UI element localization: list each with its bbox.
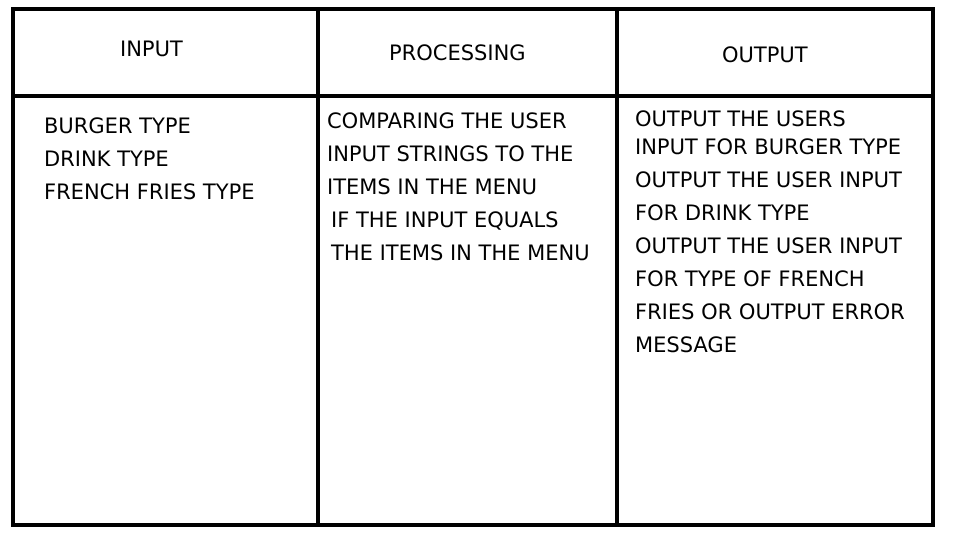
processing-line: ITEMS IN THE MENU	[327, 175, 538, 199]
header-divider	[15, 94, 931, 98]
column-divider-2	[615, 11, 619, 523]
column-divider-1	[316, 11, 320, 523]
output-line: OUTPUT THE USER INPUT	[635, 168, 902, 192]
header-processing: PROCESSING	[389, 41, 526, 65]
processing-line: INPUT STRINGS TO THE	[327, 142, 574, 166]
processing-cell: COMPARING THE USER INPUT STRINGS TO THE …	[327, 105, 590, 270]
output-line: OUTPUT THE USER INPUT	[635, 234, 902, 258]
header-output: OUTPUT	[722, 43, 808, 67]
input-item: FRENCH FRIES TYPE	[44, 180, 255, 204]
header-input: INPUT	[120, 37, 183, 61]
output-line: INPUT FOR BURGER TYPE	[635, 135, 902, 159]
processing-line: COMPARING THE USER	[327, 109, 567, 133]
input-item: BURGER TYPE	[44, 114, 191, 138]
input-cell: BURGER TYPE DRINK TYPE FRENCH FRIES TYPE	[44, 110, 255, 209]
output-cell: OUTPUT THE USERS INPUT FOR BURGER TYPE O…	[635, 107, 905, 362]
input-item: DRINK TYPE	[44, 147, 169, 171]
output-line: FRIES OR OUTPUT ERROR	[635, 300, 905, 324]
output-line: FOR DRINK TYPE	[635, 201, 810, 225]
output-line: OUTPUT THE USERS	[635, 107, 846, 131]
processing-line: THE ITEMS IN THE MENU	[331, 241, 590, 265]
processing-line: IF THE INPUT EQUALS	[331, 208, 559, 232]
output-line: MESSAGE	[635, 333, 737, 357]
output-line: FOR TYPE OF FRENCH	[635, 267, 865, 291]
ipo-table: INPUT PROCESSING OUTPUT BURGER TYPE DRIN…	[11, 7, 935, 527]
